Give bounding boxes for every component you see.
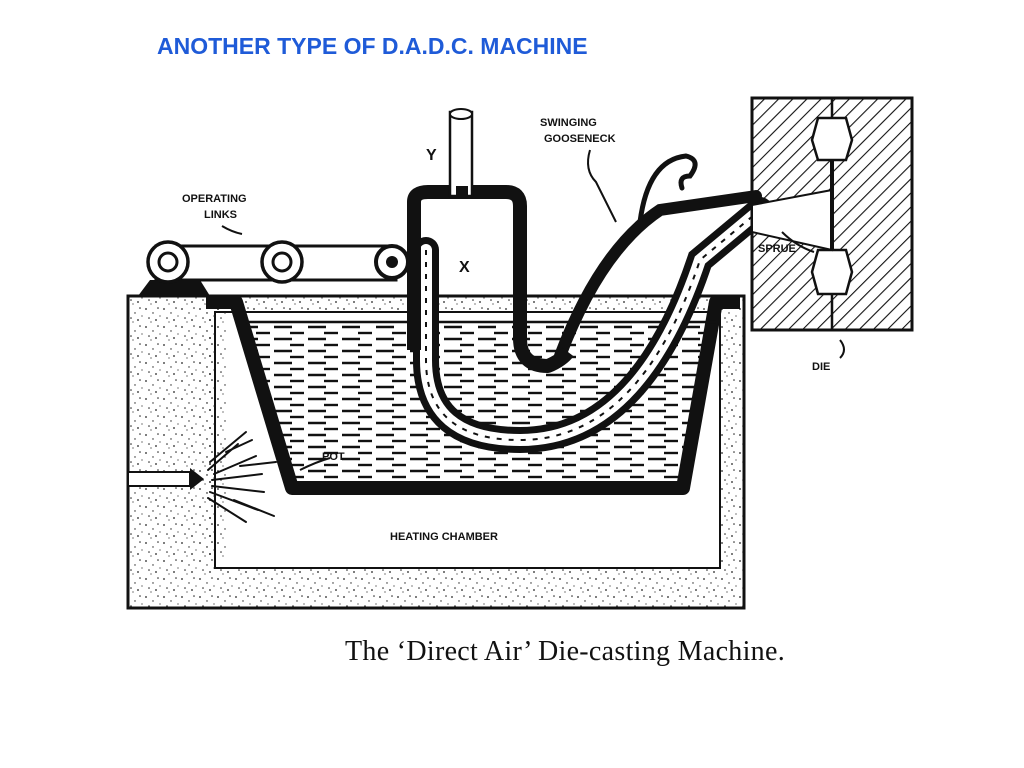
label-links: LINKS <box>204 209 237 221</box>
label-y: Y <box>426 147 437 164</box>
leader-lines <box>221 149 845 471</box>
die <box>750 96 914 332</box>
label-x: X <box>459 259 470 276</box>
label-sprue: SPRUE <box>758 243 796 255</box>
label-swinging: SWINGING <box>540 117 597 129</box>
label-pot: POT <box>322 451 345 463</box>
label-operating: OPERATING <box>182 193 247 205</box>
air-chamber <box>407 108 574 373</box>
label-heating-chamber: HEATING CHAMBER <box>390 531 498 543</box>
label-gooseneck: GOOSENECK <box>544 133 616 145</box>
swinging-gooseneck <box>413 153 773 454</box>
figure-caption: The ‘Direct Air’ Die-casting Machine. <box>345 636 785 667</box>
burner-flame <box>207 431 277 523</box>
operating-links <box>138 240 410 296</box>
label-die: DIE <box>812 361 830 373</box>
slide-title: ANOTHER TYPE OF D.A.D.C. MACHINE <box>157 33 588 59</box>
